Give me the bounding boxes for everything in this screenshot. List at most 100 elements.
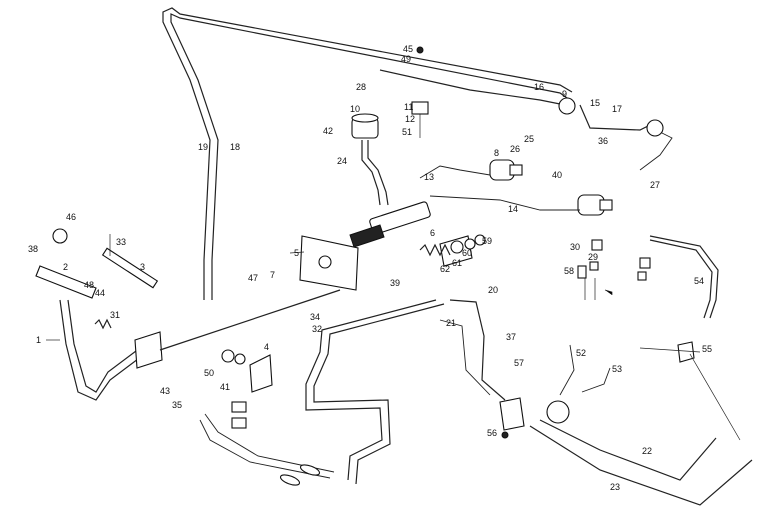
- callout-57: 57: [514, 358, 524, 368]
- wheel-cylinder-8-lower: [577, 194, 613, 216]
- callout-54: 54: [694, 276, 704, 286]
- bushing-46-left: [52, 228, 68, 244]
- nut-45: [416, 46, 424, 54]
- spring-62: [419, 243, 451, 257]
- callout-41: 41: [220, 382, 230, 392]
- pedal-lever-1: [59, 299, 151, 401]
- tube-16: [379, 69, 561, 105]
- leader-55-b: [689, 353, 741, 441]
- tee-fitting-9-left: [499, 397, 525, 431]
- callout-1: 1: [36, 335, 41, 345]
- callout-55: 55: [702, 344, 712, 354]
- callout-60: 60: [462, 248, 472, 258]
- callout-2: 2: [63, 262, 68, 272]
- callout-59: 59: [482, 236, 492, 246]
- callout-27: 27: [650, 180, 660, 190]
- linkage-rod: [159, 289, 341, 351]
- callout-53: 53: [612, 364, 622, 374]
- line-14: [429, 195, 580, 211]
- callout-37: 37: [506, 332, 516, 342]
- callout-44: 44: [95, 288, 105, 298]
- ring-59: [474, 234, 486, 246]
- bolt-56: [501, 431, 509, 439]
- washer-60: [464, 238, 476, 250]
- tube-lower-loop: [305, 299, 437, 481]
- clip-12-lower: [231, 401, 247, 413]
- callout-12: 12: [405, 114, 415, 124]
- spring-31: [94, 318, 112, 330]
- hose-54: [649, 235, 719, 319]
- washer-44: [234, 353, 246, 365]
- callout-30: 30: [570, 242, 580, 252]
- plate-hole: [318, 255, 332, 269]
- callout-6: 6: [430, 228, 435, 238]
- line-52: [559, 344, 575, 396]
- callout-18: 18: [230, 142, 240, 152]
- callout-46: 46: [66, 212, 76, 222]
- tube-19: [162, 7, 573, 300]
- pedal-lever-1b: [67, 299, 149, 393]
- callout-23: 23: [610, 482, 620, 492]
- callout-36: 36: [598, 136, 608, 146]
- hose-24b: [367, 140, 389, 206]
- pivot-block: [134, 331, 163, 369]
- callout-4: 4: [264, 342, 269, 352]
- leader-5: [289, 251, 305, 254]
- callout-16: 16: [534, 82, 544, 92]
- callout-9: 9: [562, 89, 567, 99]
- bushing-46-center: [221, 349, 235, 363]
- banjo-fitting-9-top: [558, 97, 576, 115]
- callout-48: 48: [84, 280, 94, 290]
- tube-23: [529, 425, 753, 506]
- callout-24: 24: [337, 156, 347, 166]
- callout-14: 14: [508, 204, 518, 214]
- tube-28-lower-b: [204, 413, 335, 473]
- callout-51: 51: [402, 127, 412, 137]
- banjo-fitting-9-right: [646, 119, 664, 137]
- fitting-29-a: [589, 261, 599, 271]
- callout-13: 13: [424, 172, 434, 182]
- master-cylinder-6: [349, 201, 473, 267]
- tube-15: [639, 131, 673, 171]
- callout-21: 21: [446, 318, 456, 328]
- clip-11-lower: [231, 417, 247, 429]
- callout-50: 50: [204, 368, 214, 378]
- hose-28-a: [279, 474, 301, 486]
- wheel-cylinder-8-upper: [489, 159, 523, 181]
- callout-8: 8: [494, 148, 499, 158]
- tube-17: [579, 104, 651, 131]
- tube-28-lower: [199, 419, 331, 479]
- callout-20: 20: [488, 285, 498, 295]
- callout-56: 56: [487, 428, 497, 438]
- callout-7: 7: [270, 270, 275, 280]
- callout-19: 19: [198, 142, 208, 152]
- callout-45: 45: [403, 44, 413, 54]
- tube-20: [449, 299, 506, 401]
- hose-54-b: [649, 239, 713, 319]
- tube-18: [170, 13, 571, 300]
- callout-49: 49: [401, 54, 411, 64]
- washer-61: [450, 240, 464, 254]
- callout-40: 40: [552, 170, 562, 180]
- callout-31: 31: [110, 310, 120, 320]
- tube-lower-loop-b: [313, 303, 445, 485]
- callout-11: 11: [404, 102, 413, 112]
- callout-32: 32: [312, 324, 322, 334]
- line-13: [419, 165, 491, 179]
- callout-38: 38: [28, 244, 38, 254]
- tube-21: [439, 319, 491, 396]
- fitting-30-a: [591, 239, 603, 251]
- callout-25: 25: [524, 134, 534, 144]
- callout-42: 42: [323, 126, 333, 136]
- fitting-29-b: [637, 271, 647, 281]
- callout-34: 34: [310, 312, 320, 322]
- callout-3: 3: [140, 262, 145, 272]
- callout-29: 29: [588, 252, 598, 262]
- callout-26: 26: [510, 144, 520, 154]
- callout-39: 39: [390, 278, 400, 288]
- bracket-55: [677, 341, 695, 363]
- fitting-30-b: [639, 257, 651, 269]
